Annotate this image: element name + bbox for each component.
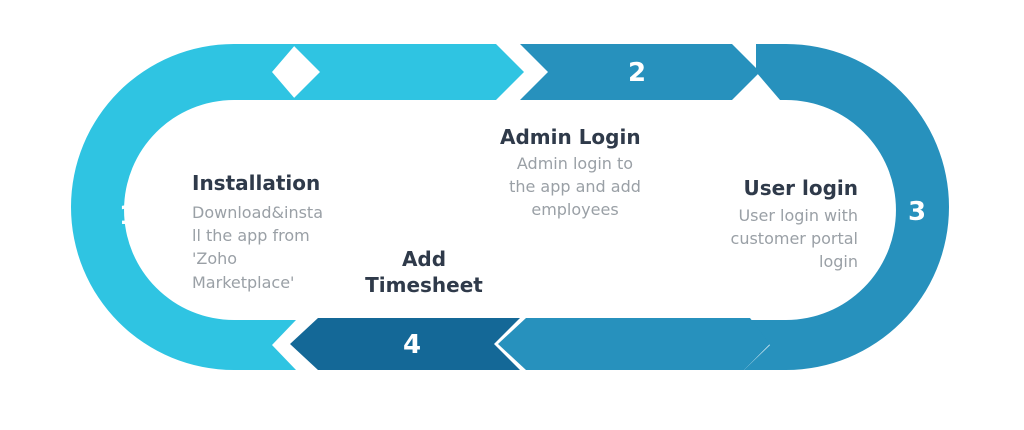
top-chevron-2 bbox=[520, 44, 760, 100]
step-3-description: User login with customer portal login bbox=[700, 204, 858, 274]
bottom-chevron-right bbox=[498, 318, 770, 370]
left-arc-segment bbox=[71, 44, 296, 370]
step-3-desc-line: User login with bbox=[738, 206, 858, 225]
step-4-title-line: Add bbox=[401, 247, 447, 271]
step-2-description: Admin login to the app and add employees bbox=[500, 152, 650, 222]
step-3-title: User login bbox=[743, 176, 858, 200]
step-3-number: 3 bbox=[907, 197, 927, 227]
right-arc-segment bbox=[744, 44, 949, 370]
step-2-title: Admin Login bbox=[500, 125, 641, 149]
step-2-desc-line: employees bbox=[531, 200, 619, 220]
step-2-desc-line: the app and add bbox=[509, 177, 641, 197]
step-2-desc-line: Admin login to bbox=[516, 154, 634, 173]
step-4-number: 4 bbox=[402, 330, 422, 360]
step-1-desc-line: Download&insta bbox=[192, 203, 324, 222]
top-chevron-1 bbox=[292, 44, 524, 100]
step-1-desc-line: Marketplace' bbox=[192, 272, 295, 292]
step-3-desc-line: login bbox=[819, 252, 858, 272]
step-3-desc-line: customer portal bbox=[730, 229, 858, 249]
step-4-title-line: Timesheet bbox=[365, 273, 483, 297]
step-2-number: 2 bbox=[627, 58, 647, 88]
step-1-title: Installation bbox=[192, 171, 321, 195]
step-1-description: Download&insta ll the app from 'Zoho Mar… bbox=[192, 201, 323, 294]
bottom-chevron-left bbox=[290, 318, 520, 370]
step-1-number: 1 bbox=[118, 201, 138, 231]
step-1-desc-line: 'Zoho bbox=[192, 249, 238, 269]
step-4-title: Add Timesheet bbox=[356, 246, 492, 298]
step-1-desc-line: ll the app from bbox=[192, 226, 310, 246]
